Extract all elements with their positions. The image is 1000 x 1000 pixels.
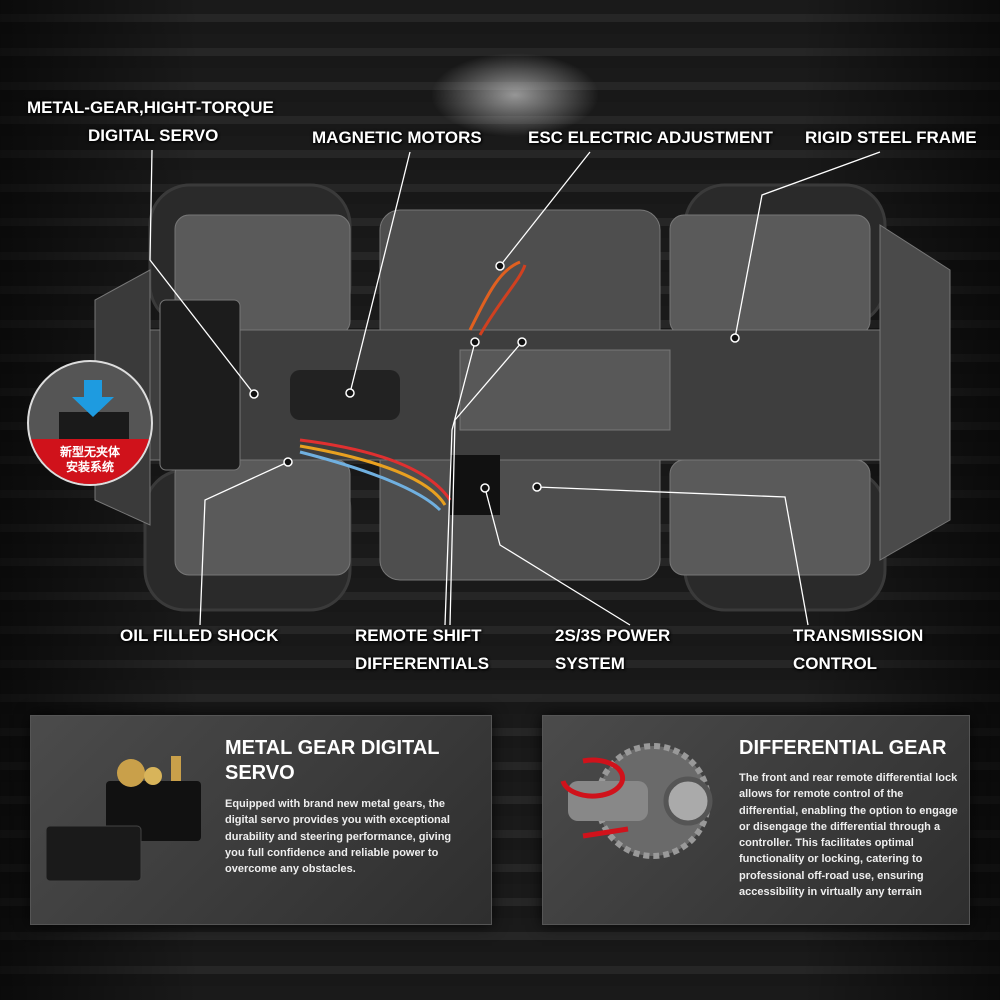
differential-panel-body: The front and rear remote differential l…	[739, 772, 958, 899]
servo-panel-title: METAL GEAR DIGITAL SERVO	[225, 736, 439, 786]
badge-line2: 安装系统	[65, 460, 114, 474]
leader-lines	[149, 149, 881, 626]
callout-power-line2: SYSTEM	[555, 654, 625, 673]
motor-icon	[290, 370, 400, 420]
callout-servo-line1: METAL-GEAR,HIGHT-TORQUE	[27, 98, 274, 117]
callout-power: 2S/3S POWER SYSTEM	[555, 622, 670, 678]
servo-title-line1: METAL GEAR DIGITAL	[225, 737, 440, 759]
servo-image	[45, 756, 201, 882]
esc-icon	[450, 455, 500, 515]
callout-transmission: TRANSMISSION CONTROL	[793, 622, 923, 678]
servo-title-line2: SERVO	[225, 762, 295, 784]
callout-frame: RIGID STEEL FRAME	[805, 128, 977, 147]
callout-trans-line1: TRANSMISSION	[793, 626, 924, 645]
callout-diff-line1: REMOTE SHIFT	[355, 626, 482, 645]
callout-differentials: REMOTE SHIFT DIFFERENTIALS	[355, 622, 489, 678]
callout-motors: MAGNETIC MOTORS	[312, 128, 482, 147]
wires	[299, 260, 527, 512]
callout-power-line1: 2S/3S POWER	[555, 626, 671, 645]
callout-diff-line2: DIFFERENTIALS	[355, 654, 490, 673]
callout-esc: ESC ELECTRIC ADJUSTMENT	[528, 128, 773, 147]
callout-shock: OIL FILLED SHOCK	[120, 626, 279, 645]
servo-feature-panel: METAL GEAR DIGITAL SERVO Equipped with b…	[30, 715, 492, 925]
badge-line1: 新型无夹体	[59, 445, 120, 459]
differential-feature-panel: DIFFERENTIAL GEAR The front and rear rem…	[542, 715, 970, 925]
callout-servo-line2: DIGITAL SERVO	[88, 126, 219, 145]
callout-trans-line2: CONTROL	[793, 654, 878, 673]
mount-system-badge: 新型无夹体 安装系统	[27, 360, 153, 486]
servo-panel-body: Equipped with brand new metal gears, the…	[225, 798, 452, 876]
callout-servo: METAL-GEAR,HIGHT-TORQUE DIGITAL SERVO	[27, 94, 274, 150]
differential-panel-title: DIFFERENTIAL GEAR	[739, 737, 947, 759]
differential-gear-image	[560, 743, 713, 859]
badge-caption: 新型无夹体 安装系统	[29, 439, 151, 484]
